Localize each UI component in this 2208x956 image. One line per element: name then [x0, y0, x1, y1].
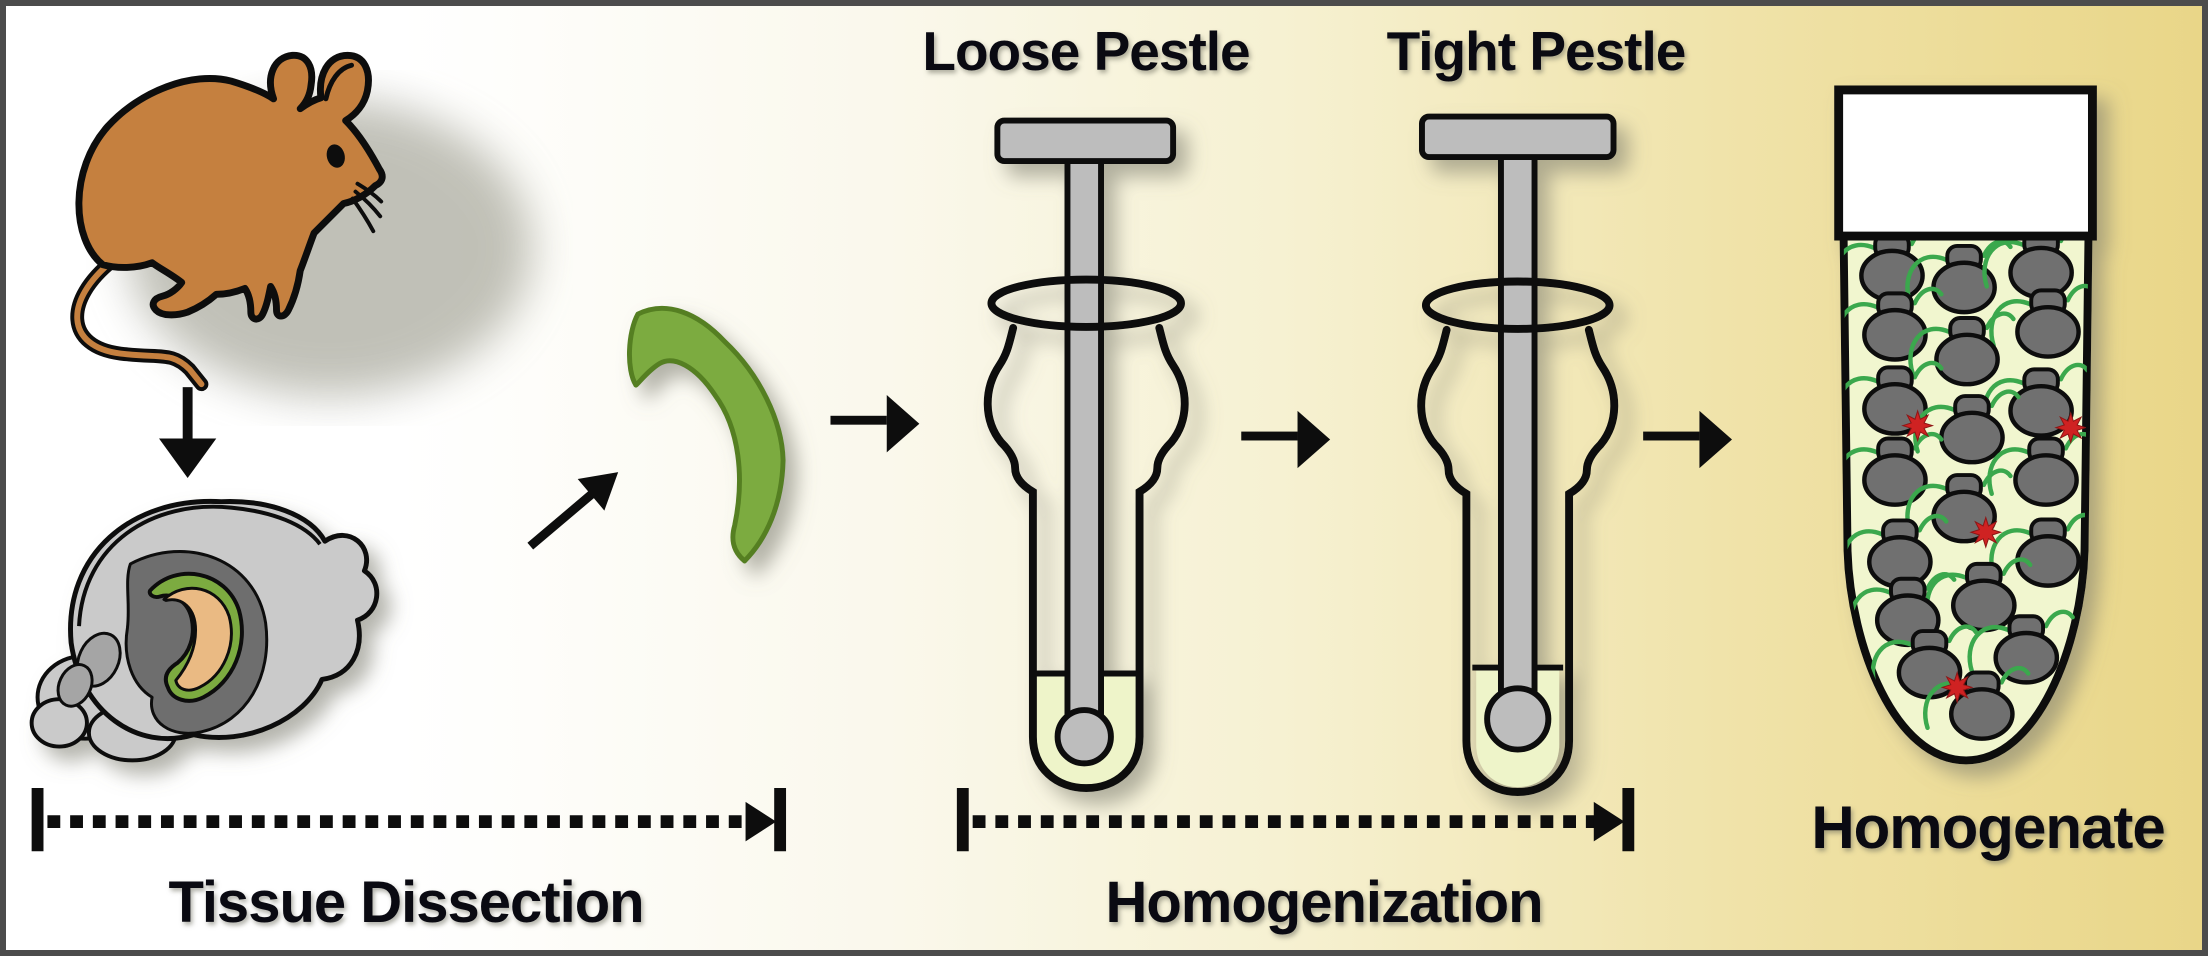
- tight-vessel: [1417, 325, 1619, 796]
- homogenization-span: [956, 788, 1635, 852]
- tight-pestle-shaft: [1418, 113, 1617, 753]
- debris-layer: [1901, 409, 2088, 704]
- tissue-dissection-label: Tissue Dissection: [168, 870, 644, 935]
- nucleus-icon: [1982, 362, 2089, 438]
- mouse-tail-fill: [74, 257, 205, 388]
- brain-cerebellum-folds: [56, 631, 122, 708]
- loose-pestle-label: Loose Pestle: [922, 20, 1250, 82]
- tissue-dissection-span: [31, 788, 787, 852]
- mouse-whiskers: [350, 181, 384, 234]
- brain-icon: [29, 498, 380, 763]
- tube-cap: [1834, 85, 2097, 241]
- hippocampus-icon: [626, 305, 786, 564]
- tight-pestle-label: Tight Pestle: [1386, 20, 1687, 82]
- debris-star-icon: [2054, 411, 2088, 445]
- loose-vessel-rim: [987, 275, 1185, 331]
- brain-hippocampus-tan: [162, 586, 233, 692]
- mouse-inner-ear: [323, 62, 355, 102]
- loose-vessel: [983, 323, 1189, 793]
- tight-homogenizer-icon: [1417, 113, 1619, 796]
- nucleus-icon: [1905, 239, 2013, 315]
- nucleus-icon: [1908, 311, 2016, 387]
- arrow-to-loose-pestle-icon: [830, 395, 920, 453]
- homogenate-label: Homogenate: [1811, 794, 2165, 861]
- debris-star-icon: [1901, 409, 1935, 443]
- brain-cortex-line: [77, 504, 322, 627]
- nucleus-icon: [1989, 283, 2089, 359]
- diagonal-arrow-icon: [527, 472, 619, 550]
- debris-star-icon: [1940, 670, 1974, 704]
- mouse-eye: [326, 144, 345, 168]
- nucleus-icon: [1987, 431, 2089, 507]
- nucleus-icon: [1923, 665, 2031, 741]
- homogenization-label: Homogenization: [1105, 870, 1543, 935]
- mouse-body: [75, 51, 386, 323]
- nuclei-layer: [1843, 236, 2089, 741]
- down-arrow-icon: [159, 387, 217, 478]
- arrow-to-tight-pestle-icon: [1241, 410, 1331, 469]
- nucleus-icon: [1843, 513, 1949, 589]
- loose-pestle-shaft: [994, 117, 1177, 767]
- debris-star-icon: [1969, 515, 2003, 549]
- homogenate-tube-icon: [1834, 85, 2097, 765]
- figure-artwork: [29, 51, 2097, 852]
- arrow-to-homogenate-icon: [1643, 410, 1733, 469]
- loose-homogenizer-icon: [983, 117, 1189, 793]
- tight-vessel-rim: [1421, 277, 1614, 333]
- mouse-icon: [70, 51, 386, 392]
